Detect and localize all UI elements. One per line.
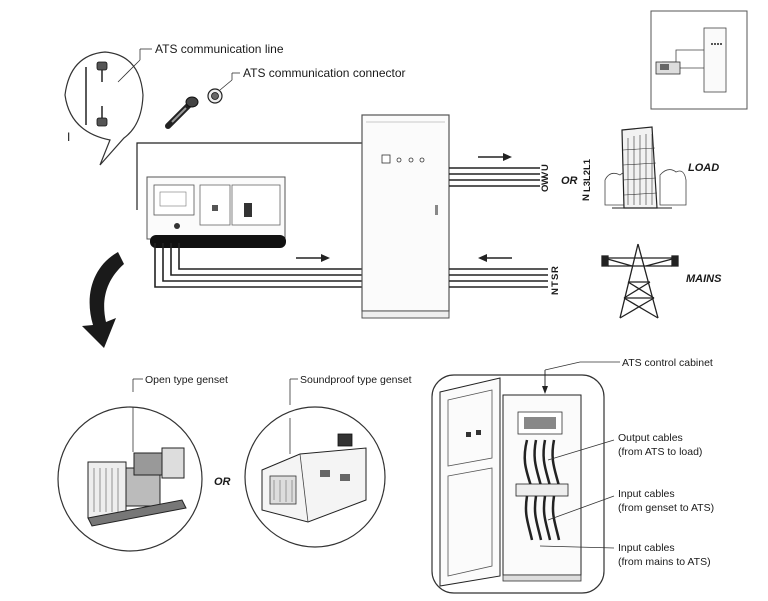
open-genset-circle xyxy=(57,378,203,552)
load-label: LOAD xyxy=(688,162,719,174)
phase-label-v: V xyxy=(540,171,551,178)
label-output-cables-1: Output cables xyxy=(618,432,683,444)
phase-label-u: U xyxy=(540,164,551,171)
flow-arrow-load xyxy=(478,153,512,161)
label-input-mains-1: Input cables xyxy=(618,542,675,554)
phase-label-n-load: N xyxy=(581,194,592,201)
ats-cabinet-center xyxy=(361,114,450,319)
mains-pylon-icon xyxy=(601,243,679,319)
load-building-icon xyxy=(604,126,687,209)
phase-label-w: W xyxy=(540,176,551,185)
phase-label-r: R xyxy=(550,266,561,273)
comm-line-wire xyxy=(136,142,362,210)
comm-connector-icon xyxy=(165,72,240,129)
genset-top xyxy=(146,176,286,248)
phase-label-l1: L1 xyxy=(582,158,593,170)
load-or-text: OR xyxy=(561,175,578,187)
genset-to-ats-wires xyxy=(154,243,362,288)
curved-arrow-icon xyxy=(82,252,124,348)
mains-to-ats-wires xyxy=(449,268,548,288)
label-open-genset: Open type genset xyxy=(145,374,228,386)
phase-label-o: O xyxy=(540,185,551,192)
label-input-genset-2: (from genset to ATS) xyxy=(618,502,714,514)
label-output-cables-2: (from ATS to load) xyxy=(618,446,702,458)
phase-label-n-mains: N xyxy=(550,288,561,295)
label-input-mains-2: (from mains to ATS) xyxy=(618,556,711,568)
label-input-genset-1: Input cables xyxy=(618,488,675,500)
mains-label: MAINS xyxy=(686,273,722,285)
label-comm-connector: ATS communication connector xyxy=(243,66,406,80)
genset-or-text: OR xyxy=(214,476,231,488)
soundproof-genset-circle xyxy=(244,378,386,548)
inset-thumbnail xyxy=(650,10,748,110)
label-control-cabinet: ATS control cabinet xyxy=(622,357,713,369)
phase-label-l3: L3 xyxy=(582,181,593,192)
flow-arrow-genset xyxy=(296,254,330,262)
phase-label-s: S xyxy=(550,274,561,280)
marker-text: I xyxy=(67,130,70,144)
flow-arrow-mains xyxy=(478,254,512,262)
label-comm-line: ATS communication line xyxy=(155,42,284,56)
label-soundproof-genset: Soundproof type genset xyxy=(300,374,412,386)
ats-to-load-wires xyxy=(449,167,540,187)
phase-label-l2: L2 xyxy=(582,170,593,181)
comm-line-bubble xyxy=(64,48,152,166)
ats-detail-panel xyxy=(431,361,620,594)
phase-label-t: T xyxy=(550,281,561,287)
